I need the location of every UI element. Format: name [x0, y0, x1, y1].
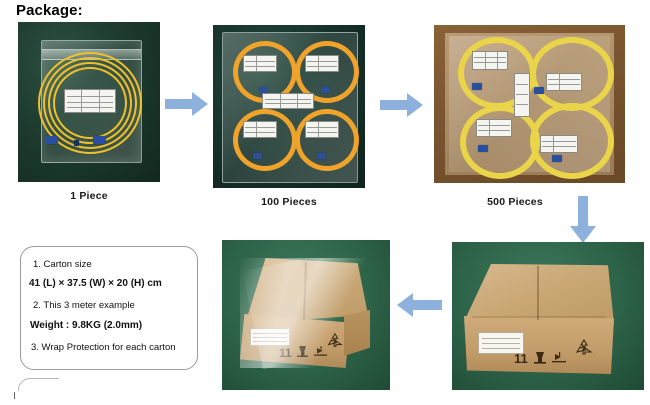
info-line-dimensions: 41 (L) × 37.5 (W) × 20 (H) cm [29, 278, 162, 289]
connector-tr [534, 87, 544, 94]
connector-bl [478, 145, 488, 152]
photo-100-pieces [213, 25, 365, 188]
bundle-bottom-left [233, 109, 297, 171]
carton-box: 11 [452, 242, 644, 390]
arrow-100-to-500-icon [380, 92, 424, 118]
coil-bottom-right [530, 103, 614, 179]
bundle-label-tr [305, 55, 339, 72]
recycle-icon [574, 338, 594, 358]
fiber-coil-inner [48, 62, 132, 144]
caption-100-pieces: 100 Pieces [261, 196, 317, 208]
bundle-label-tl [243, 55, 277, 72]
connector-cluster-tr [321, 87, 330, 93]
photo-500-pieces [434, 25, 625, 183]
coil-label-tr [546, 73, 582, 91]
connector-cluster-tl [259, 87, 268, 93]
wrapped-carton-box: 11 [222, 240, 390, 390]
arrow-500-to-carton-icon [569, 196, 597, 244]
coil-label-tl [472, 51, 508, 70]
packing-list-label [262, 93, 314, 109]
connector-br [552, 155, 562, 162]
carton-info-box: 1. Carton size 41 (L) × 37.5 (W) × 20 (H… [20, 246, 198, 370]
bundle-top-right [295, 41, 359, 103]
info-line-example: 2. This 3 meter example [33, 300, 135, 311]
fiber-coil-mid [43, 57, 137, 149]
handling-marks: 11 [279, 344, 331, 360]
carton-tape-seam [472, 316, 606, 318]
arrow-1-to-100-icon [165, 91, 209, 117]
recycle-icon [326, 332, 344, 350]
carton-shipping-label [478, 332, 524, 354]
page-tick-mark [14, 392, 15, 399]
info-line-weight: Weight : 9.8KG (2.0mm) [30, 320, 143, 331]
svg-text:11: 11 [279, 346, 292, 360]
carton-top-face [464, 264, 614, 324]
product-spec-label [64, 89, 116, 113]
info-line-carton-size: 1. Carton size [33, 259, 92, 270]
info-line-wrap: 3. Wrap Protection for each carton [31, 342, 176, 353]
coil-label-bl [476, 119, 512, 137]
sc-connector-right [93, 136, 106, 144]
connector-cluster-bl [253, 153, 262, 159]
fiber-coil-inner2 [53, 67, 127, 139]
page-corner-curve [18, 378, 59, 391]
connector-tl [472, 83, 482, 90]
fiber-coil-outer [38, 52, 142, 154]
carton-side-face [344, 310, 370, 356]
photo-carton-box: 11 [452, 242, 644, 390]
svg-text:11: 11 [514, 351, 528, 366]
caption-500-pieces: 500 Pieces [487, 196, 543, 208]
photo-wrapped-carton: 11 [222, 240, 390, 390]
page-title: Package: [16, 2, 83, 19]
bundle-bottom-right [295, 109, 359, 171]
caption-1-piece: 1 Piece [70, 190, 108, 202]
handling-marks: 11 [514, 350, 570, 366]
bundle-label-br [305, 121, 339, 138]
bundle-label-bl [243, 121, 277, 138]
connector-cluster-br [317, 153, 326, 159]
carton-packing-list [514, 73, 530, 117]
photo-1-piece [18, 22, 160, 182]
arrow-carton-to-wrapped-icon [396, 292, 442, 318]
coil-label-br [540, 135, 578, 153]
sc-connector-left [45, 136, 58, 144]
carton-top-seam [537, 266, 539, 320]
sc-connector-tiny [74, 140, 79, 146]
